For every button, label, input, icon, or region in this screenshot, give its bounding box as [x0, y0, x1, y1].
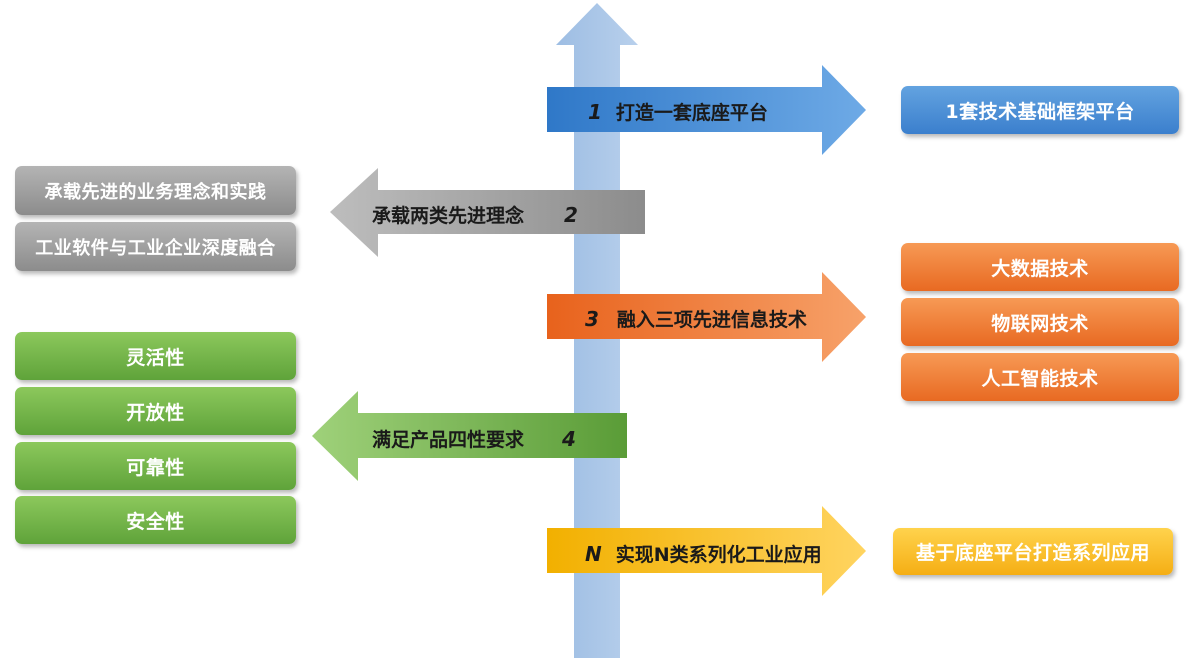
row-4-box-2: 开放性	[15, 387, 296, 435]
row-4-box-3: 可靠性	[15, 442, 296, 490]
row-4-box-4: 安全性	[15, 496, 296, 544]
row-3-box-2: 物联网技术	[901, 298, 1179, 346]
arrow-label-row-n: N 实现N类系列化工业应用	[585, 540, 822, 567]
row-1-label: 打造一套底座平台	[615, 102, 768, 124]
row-3-number: 3	[585, 306, 599, 331]
arrow-row-4	[312, 391, 627, 481]
arrow-row-1	[547, 65, 866, 155]
row-4-label: 满足产品四性要求	[372, 429, 525, 451]
arrow-row-n	[547, 506, 866, 596]
arrow-label-row-1: 1 打造一套底座平台	[588, 98, 768, 125]
row-1-number: 1	[588, 99, 602, 124]
row-n-box-1: 基于底座平台打造系列应用	[893, 528, 1173, 575]
row-1-box-1: 1套技术基础框架平台	[901, 86, 1179, 134]
row-3-box-1: 大数据技术	[901, 243, 1179, 291]
row-4-number: 4	[562, 426, 576, 451]
row-2-box-2: 工业软件与工业企业深度融合	[15, 222, 296, 271]
arrow-row-3	[547, 272, 866, 362]
arrow-label-row-2: 承载两类先进理念 2	[372, 201, 578, 228]
row-n-label: 实现N类系列化工业应用	[615, 544, 822, 566]
arrow-row-2	[330, 168, 645, 257]
arrow-label-row-4: 满足产品四性要求 4	[372, 425, 576, 452]
row-n-number: N	[585, 541, 602, 566]
row-4-box-1: 灵活性	[15, 332, 296, 380]
row-3-label: 融入三项先进信息技术	[616, 309, 807, 331]
row-2-number: 2	[564, 202, 578, 227]
row-3-box-3: 人工智能技术	[901, 353, 1179, 401]
row-2-label: 承载两类先进理念	[372, 205, 525, 227]
arrow-label-row-3: 3 融入三项先进信息技术	[585, 305, 807, 332]
row-2-box-1: 承载先进的业务理念和实践	[15, 166, 296, 215]
